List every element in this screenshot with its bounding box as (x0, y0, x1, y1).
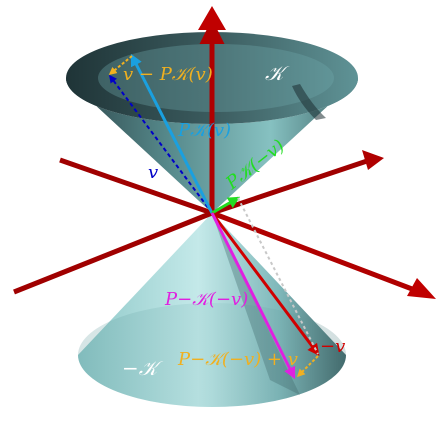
vector-proj-v (130, 53, 214, 214)
axis-front-right (211, 210, 421, 295)
label-v: v (148, 162, 158, 183)
label-v-minus-proj: v − P𝒦(v) (123, 64, 213, 85)
dashed-grey-link (237, 197, 319, 355)
label-proj-v: P𝒦(v) (177, 120, 231, 141)
vector-v (109, 74, 213, 214)
label-proj-polar-neg-v: P−𝒦(−v) (164, 289, 248, 310)
vector-proj-neg-v (211, 196, 241, 215)
label-proj-polar-plus-v: P−𝒦(−v) + v (177, 349, 298, 370)
axis-back-left (59, 157, 213, 216)
axis-up-arrowhead (198, 6, 226, 30)
vector-proj-polar-neg-v (210, 212, 296, 380)
label-neg-cone: −𝒦 (122, 356, 164, 380)
axis-back-right-arrowhead (362, 150, 384, 170)
label-neg-v: −v (320, 336, 345, 357)
axis-front-left (13, 210, 213, 295)
lower-cone (78, 213, 346, 407)
axis-right-arrowhead (407, 278, 436, 299)
vector-neg-v (210, 212, 320, 356)
